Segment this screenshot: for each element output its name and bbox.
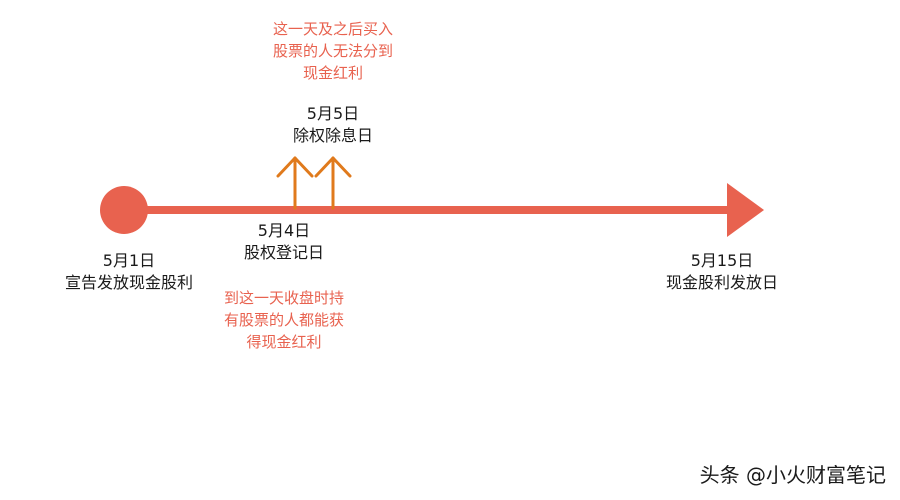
record-label: 5月4日 股权登记日 — [244, 220, 324, 264]
timeline-start-dot — [100, 186, 148, 234]
ex-dividend-name: 除权除息日 — [292, 126, 374, 145]
ex-dividend-date-marker-arrow — [314, 156, 352, 210]
ex-dividend-date: 5月5日 — [306, 104, 360, 123]
record-note: 到这一天收盘时持 有股票的人都能获 得现金红利 — [224, 287, 344, 353]
record-note-line: 有股票的人都能获 — [223, 311, 345, 329]
record-name: 股权登记日 — [243, 243, 325, 262]
ex-dividend-note-line: 这一天及之后买入 — [272, 20, 394, 38]
announce-name: 宣告发放现金股利 — [64, 273, 194, 292]
ex-dividend-note-line: 现金红利 — [302, 64, 364, 82]
announce-label: 5月1日 宣告发放现金股利 — [65, 250, 193, 294]
watermark: 头条 @小火财富笔记 — [699, 463, 886, 487]
ex-dividend-note-line: 股票的人无法分到 — [272, 42, 394, 60]
ex-dividend-label: 5月5日 除权除息日 — [293, 103, 373, 147]
record-date: 5月4日 — [257, 221, 311, 240]
ex-dividend-note: 这一天及之后买入 股票的人无法分到 现金红利 — [273, 18, 393, 84]
record-date-marker-arrow — [276, 156, 314, 210]
record-note-line: 到这一天收盘时持 — [223, 289, 345, 307]
payment-date: 5月15日 — [690, 251, 754, 270]
payment-label: 5月15日 现金股利发放日 — [666, 250, 778, 294]
record-note-line: 得现金红利 — [246, 333, 322, 351]
announce-date: 5月1日 — [102, 251, 156, 270]
payment-name: 现金股利发放日 — [665, 273, 779, 292]
timeline-arrowhead — [727, 183, 764, 237]
